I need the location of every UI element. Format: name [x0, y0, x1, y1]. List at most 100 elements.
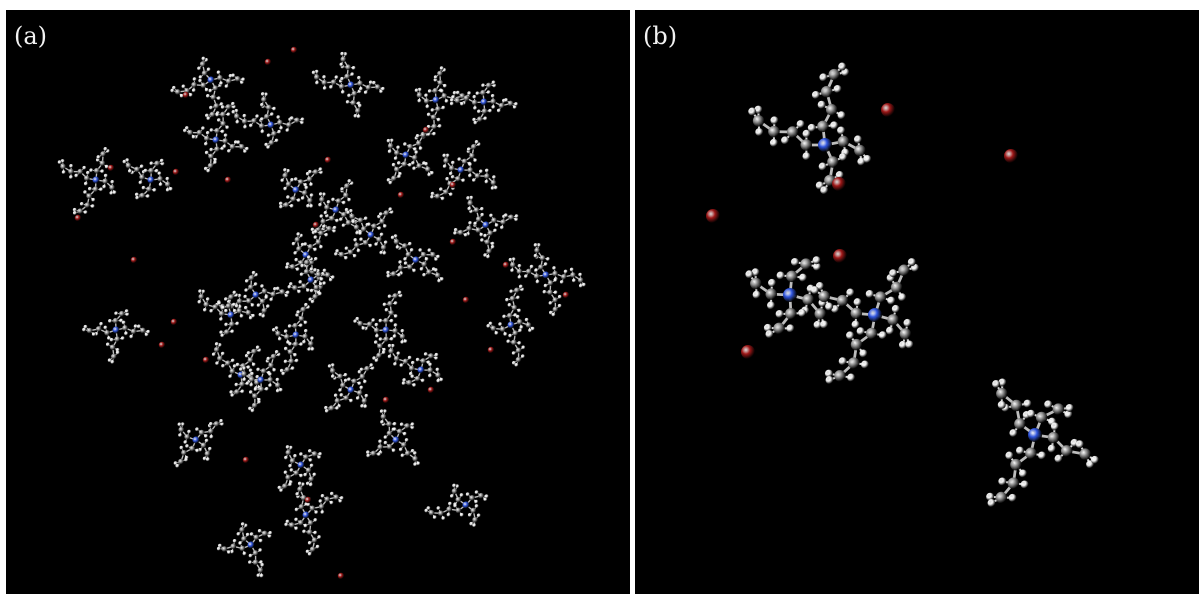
carbon-atom [512, 330, 519, 337]
hydrogen-atom [74, 173, 79, 178]
hydrogen-atom [439, 66, 444, 71]
nitrogen-atom [92, 176, 100, 184]
hydrogen-atom [318, 202, 323, 207]
carbon-atom [1035, 411, 1048, 424]
hydrogen-atom [340, 51, 345, 56]
hydrogen-atom [420, 378, 425, 383]
carbon-atom [208, 428, 214, 435]
hydrogen-atom [195, 448, 200, 453]
hydrogen-atom [400, 453, 405, 458]
carbon-atom [200, 82, 207, 89]
anion-atom [224, 176, 232, 184]
carbon-atom [547, 289, 553, 296]
carbon-atom [435, 372, 441, 379]
carbon-atom [427, 367, 434, 374]
hydrogen-atom [206, 116, 211, 121]
hydrogen-atom [308, 169, 313, 174]
hydrogen-atom [331, 197, 336, 202]
carbon-atom [396, 428, 403, 435]
hydrogen-atom [224, 322, 229, 327]
hydrogen-atom [236, 140, 241, 145]
carbon-atom [406, 379, 413, 386]
hydrogen-atom [425, 104, 430, 109]
nitrogen-atom [462, 501, 470, 509]
hydrogen-atom [383, 435, 388, 440]
hydrogen-atom [347, 179, 352, 184]
carbon-atom [148, 167, 155, 174]
hydrogen-atom [384, 307, 389, 312]
hydrogen-atom [160, 161, 165, 166]
hydrogen-atom [243, 294, 248, 299]
hydrogen-atom [109, 191, 114, 196]
carbon-atom [239, 526, 245, 533]
hydrogen-atom [222, 144, 227, 149]
hydrogen-atom [333, 393, 338, 398]
carbon-atom [547, 280, 554, 286]
carbon-atom [825, 104, 838, 116]
carbon-atom [320, 218, 327, 225]
nitrogen-atom [307, 276, 315, 284]
hydrogen-atom [319, 214, 324, 219]
hydrogen-atom [505, 297, 510, 302]
hydrogen-atom [260, 92, 265, 97]
hydrogen-atom [442, 164, 447, 169]
hydrogen-atom [351, 65, 356, 70]
carbon-atom [95, 326, 102, 332]
hydrogen-atom [428, 373, 433, 378]
hydrogen-atom [891, 304, 900, 313]
atom-group [287, 255, 335, 304]
hydrogen-atom [104, 164, 109, 169]
hydrogen-atom [297, 289, 302, 294]
carbon-atom [390, 271, 397, 277]
hydrogen-atom [245, 381, 250, 386]
hydrogen-atom [178, 433, 183, 438]
carbon-atom [478, 492, 484, 499]
hydrogen-atom [853, 298, 862, 307]
carbon-atom [407, 143, 414, 150]
hydrogen-atom [349, 398, 354, 403]
hydrogen-atom [139, 164, 144, 169]
hydrogen-atom [432, 131, 437, 136]
carbon-atom [309, 505, 316, 512]
carbon-atom [257, 567, 264, 574]
hydrogen-atom [304, 185, 309, 190]
hydrogen-atom [353, 319, 358, 324]
hydrogen-atom [341, 200, 346, 205]
carbon-atom [836, 294, 849, 307]
carbon-atom [421, 261, 428, 268]
carbon-atom [321, 79, 328, 86]
carbon-atom [431, 123, 438, 130]
carbon-atom [279, 289, 286, 295]
hydrogen-atom [812, 256, 821, 265]
hydrogen-atom [416, 461, 421, 466]
carbon-atom [376, 352, 382, 359]
carbon-atom [86, 193, 93, 199]
carbon-atom [146, 186, 152, 192]
carbon-atom [303, 268, 310, 275]
atom-group [424, 483, 489, 528]
carbon-atom [383, 317, 389, 324]
hydrogen-atom [208, 422, 213, 426]
carbon-atom [347, 249, 354, 256]
hydrogen-atom [356, 248, 361, 253]
hydrogen-atom [474, 139, 479, 144]
hydrogen-atom [230, 549, 235, 554]
hydrogen-atom [388, 207, 393, 212]
carbon-atom [343, 192, 349, 199]
hydrogen-atom [552, 266, 557, 271]
hydrogen-atom [399, 363, 404, 368]
hydrogen-atom [298, 323, 303, 328]
hydrogen-atom [847, 373, 856, 382]
hydrogen-atom [235, 120, 240, 125]
carbon-atom [100, 151, 107, 157]
hydrogen-atom [474, 490, 479, 495]
hydrogen-atom [422, 272, 427, 277]
hydrogen-atom [413, 147, 418, 152]
hydrogen-atom [260, 284, 265, 289]
hydrogen-atom [517, 341, 522, 346]
hydrogen-atom [251, 362, 256, 367]
carbon-atom [1079, 448, 1091, 460]
hydrogen-atom [415, 134, 420, 139]
anion-atom [158, 341, 166, 349]
carbon-atom [290, 196, 297, 202]
